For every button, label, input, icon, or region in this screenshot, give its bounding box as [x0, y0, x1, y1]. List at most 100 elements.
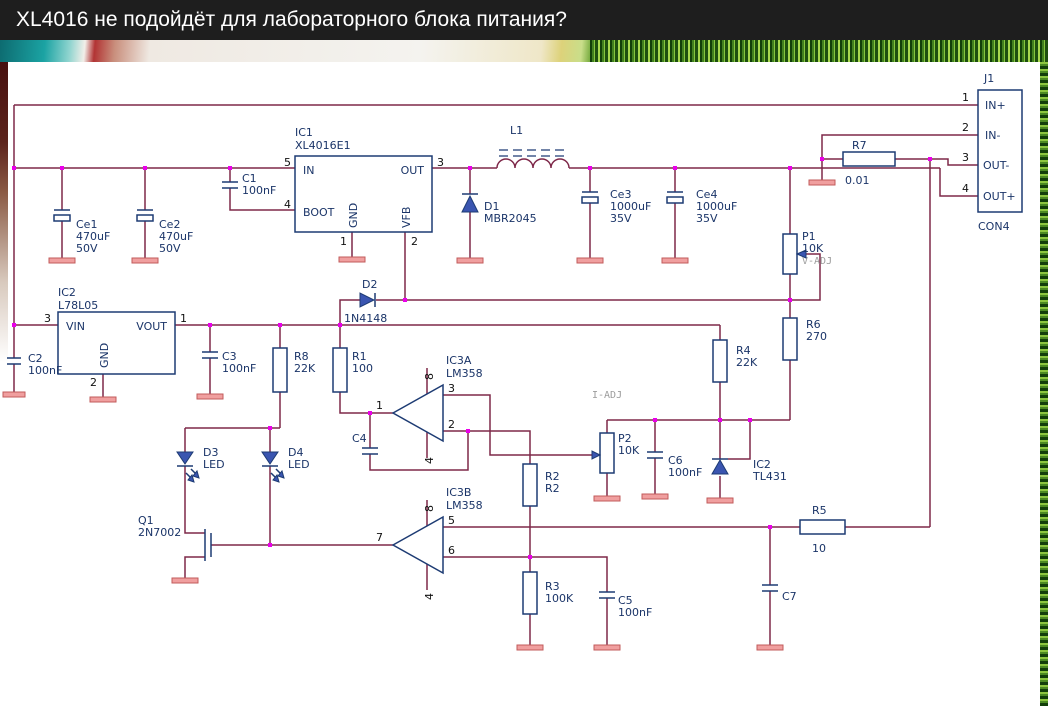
p1-ref: P1: [802, 230, 816, 243]
p2-val: 10K: [618, 444, 640, 457]
ic3b-out-num: 7: [376, 531, 383, 544]
component-p2: P2 10K I-ADJ: [591, 390, 640, 474]
junction-dots: [12, 157, 932, 559]
component-ce4: Ce4 1000uF 35V: [666, 188, 737, 225]
ic3a-part: LM358: [446, 367, 483, 380]
ce2-ref: Ce2: [159, 218, 180, 231]
j1-ref: J1: [983, 72, 994, 85]
ce4-volt: 35V: [696, 212, 718, 225]
component-ic2-regulator: IC2 L78L05 3 VIN 1 VOUT GND 2: [44, 286, 187, 389]
tl431-ref: IC2: [753, 458, 771, 471]
ic1-pin-out-num: 3: [437, 156, 444, 169]
ic1-part: XL4016E1: [295, 139, 351, 152]
component-ce3: Ce3 1000uF 35V: [581, 188, 651, 225]
ic3b-ninv-num: 5: [448, 514, 455, 527]
j1-pin2-num: 2: [962, 121, 969, 134]
ce3-val: 1000uF: [610, 200, 651, 213]
ic2-part: L78L05: [58, 299, 98, 312]
connector-j1: J1 1 2 3 4 IN+ IN- OUT- OUT+ CON4: [962, 72, 1023, 233]
component-r1: R1 100: [332, 347, 373, 393]
component-tl431: IC2 TL431: [711, 458, 787, 483]
ce3-volt: 35V: [610, 212, 632, 225]
component-r5: R5 10: [799, 504, 846, 555]
component-ic3a: IC3A LM358 1 3 2 8 4: [376, 354, 483, 464]
c1-ref: C1: [242, 172, 257, 185]
ic1-pin-gnd-num: 1: [340, 235, 347, 248]
d4-ref: D4: [288, 446, 303, 459]
video-frame-strip: [0, 40, 1048, 62]
ce2-volt: 50V: [159, 242, 181, 255]
r6-ref: R6: [806, 318, 821, 331]
tl431-part: TL431: [752, 470, 787, 483]
schematic-canvas: J1 1 2 3 4 IN+ IN- OUT- OUT+ CON4 IC1 XL…: [2, 62, 1040, 706]
component-r4: R4 22K: [712, 339, 758, 383]
ce1-ref: Ce1: [76, 218, 97, 231]
component-c6: C6 100nF: [647, 451, 702, 479]
d2-ref: D2: [362, 278, 377, 291]
ic1-pin-out: OUT: [401, 164, 425, 177]
j1-type: CON4: [978, 220, 1010, 233]
q1-part: 2N7002: [138, 526, 181, 539]
j1-pin3-name: OUT-: [983, 159, 1009, 172]
audio-spectrum-strip: [590, 40, 1048, 62]
r7-ref: R7: [852, 139, 867, 152]
ce1-val: 470uF: [76, 230, 110, 243]
component-c4: C4: [352, 432, 378, 455]
ce4-ref: Ce4: [696, 188, 717, 201]
component-p1: P1 10K V-ADJ: [782, 230, 832, 275]
component-d4: D4 LED: [261, 446, 310, 483]
ic2-ref: IC2: [58, 286, 76, 299]
ic3a-out-num: 1: [376, 399, 383, 412]
ic1-pin-vfb-num: 2: [411, 235, 418, 248]
r8-ref: R8: [294, 350, 309, 363]
d3-part: LED: [203, 458, 225, 471]
l1-ref: L1: [510, 124, 523, 137]
ic3a-inv-num: 2: [448, 418, 455, 431]
ce3-ref: Ce3: [610, 188, 631, 201]
d1-ref: D1: [484, 200, 499, 213]
ic2-pin-vin-num: 3: [44, 312, 51, 325]
ic1-pin-boot-num: 4: [284, 198, 291, 211]
component-c2: C2 100nF: [7, 352, 62, 377]
ic1-pin-in: IN: [303, 164, 314, 177]
component-d2: D2 1N4148: [344, 278, 387, 325]
c7-ref: C7: [782, 590, 797, 603]
video-edge-right: [1040, 62, 1048, 706]
p1-tag: V-ADJ: [802, 256, 832, 267]
component-l1: L1: [499, 124, 567, 157]
component-c7: C7: [762, 584, 797, 603]
c1-val: 100nF: [242, 184, 276, 197]
component-r6: R6 270: [782, 317, 827, 361]
r4-val: 22K: [736, 356, 758, 369]
video-title: XL4016 не подойдёт для лабораторного бло…: [16, 8, 567, 31]
component-ce2: Ce2 470uF 50V: [136, 209, 193, 255]
d1-part: MBR2045: [484, 212, 537, 225]
ce2-val: 470uF: [159, 230, 193, 243]
r6-val: 270: [806, 330, 827, 343]
j1-pin2-name: IN-: [985, 129, 1000, 142]
r2-ref: R2: [545, 470, 560, 483]
r2-val: R2: [545, 482, 560, 495]
ic3b-inv-num: 6: [448, 544, 455, 557]
ic3a-ref: IC3A: [446, 354, 472, 367]
ground-symbols: [2, 179, 836, 651]
r4-ref: R4: [736, 344, 751, 357]
ic3a-vcc-num: 8: [423, 373, 436, 380]
d4-part: LED: [288, 458, 310, 471]
ic3b-part: LM358: [446, 499, 483, 512]
ic3b-vcc-num: 8: [423, 505, 436, 512]
component-ce1: Ce1 470uF 50V: [53, 209, 110, 255]
ce4-val: 1000uF: [696, 200, 737, 213]
ic2-pin-vout-num: 1: [180, 312, 187, 325]
video-art-strip: [0, 40, 590, 62]
ic3a-vee-num: 4: [423, 457, 436, 464]
p2-ref: P2: [618, 432, 632, 445]
r3-ref: R3: [545, 580, 560, 593]
ic2-pin-gnd: GND: [98, 343, 111, 368]
d3-ref: D3: [203, 446, 218, 459]
component-r8: R8 22K: [272, 347, 316, 393]
ic2-pin-vin: VIN: [66, 320, 85, 333]
component-c3: C3 100nF: [202, 350, 256, 375]
r8-val: 22K: [294, 362, 316, 375]
